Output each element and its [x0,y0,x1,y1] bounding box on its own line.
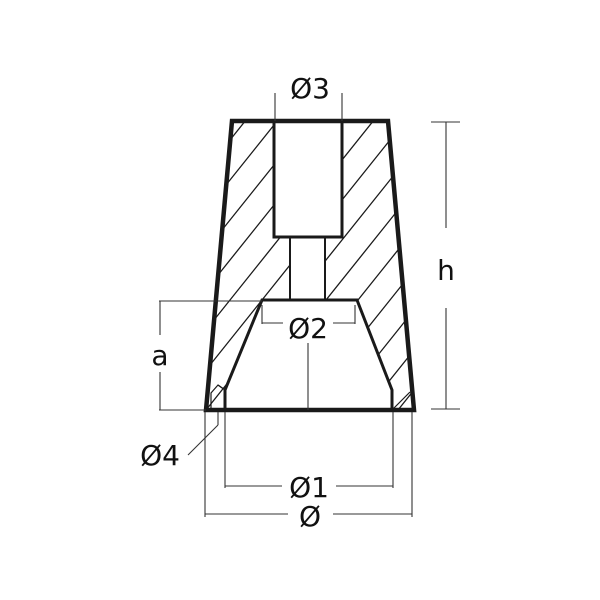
label-d3: Ø3 [290,72,330,105]
label-h: h [437,254,455,287]
through-bore-outline [289,237,326,300]
small-drill-hole [210,384,226,410]
corner-hatch [392,391,411,410]
outer-body-outline [203,118,417,413]
label-d: Ø [299,500,321,533]
label-d4: Ø4 [140,439,180,472]
dimension-lines [159,93,460,517]
lower-cavity-outline [223,298,394,410]
upper-bore-outline [272,121,344,239]
label-d1: Ø1 [289,471,329,504]
label-d2: Ø2 [288,312,328,345]
label-a: a [151,339,168,372]
